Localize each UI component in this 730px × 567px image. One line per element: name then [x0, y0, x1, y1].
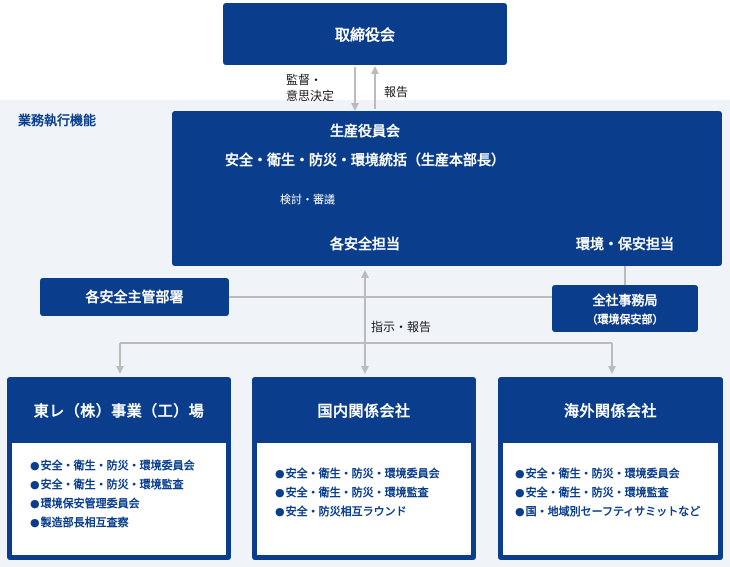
- env-officer-label: 環境・保安担当: [576, 237, 674, 253]
- board-box: 取締役会: [223, 3, 507, 65]
- company-title: 東レ（株）事業（工）場: [33, 401, 205, 420]
- company-items: 安全・衛生・防災・環境委員会 安全・衛生・防災・環境監査 環境保安管理委員会 製…: [30, 456, 195, 532]
- list-item: 製造部長相互査察: [30, 513, 195, 532]
- board-label: 取締役会: [334, 25, 395, 44]
- list-item: 安全・衛生・防災・環境監査: [30, 475, 195, 494]
- production-board-box: [172, 111, 722, 266]
- list-item: 安全・衛生・防災・環境委員会: [275, 464, 440, 483]
- instruction-label: 指示・報告: [371, 320, 432, 334]
- list-item: 環境保安管理委員会: [30, 494, 195, 513]
- list-item: 安全・衛生・防災・環境監査: [275, 483, 440, 502]
- list-item: 安全・衛生・防災・環境委員会: [515, 464, 700, 483]
- report-label: 報告: [384, 85, 409, 99]
- company-domestic: 国内関係会社 安全・衛生・防災・環境委員会 安全・衛生・防災・環境監査 安全・防…: [252, 377, 476, 560]
- secretariat-box: 全社事務局 （環境保安部）: [552, 285, 698, 332]
- list-item: 安全・衛生・防災・環境委員会: [30, 456, 195, 475]
- secretariat-subtitle: （環境保安部）: [586, 313, 664, 326]
- company-list-panel: 安全・衛生・防災・環境委員会 安全・衛生・防災・環境監査 国・地域別セーフティサ…: [503, 443, 718, 555]
- list-item: 安全・衛生・防災・環境監査: [515, 483, 700, 502]
- company-list-panel: 安全・衛生・防災・環境委員会 安全・衛生・防災・環境監査 環境保安管理委員会 製…: [12, 443, 226, 555]
- list-item: 安全・防災相互ラウンド: [275, 502, 440, 521]
- safety-dept-box: 各安全主管部署: [40, 278, 229, 316]
- production-title: 生産役員会: [330, 124, 400, 140]
- section-label: 業務執行機能: [18, 114, 97, 129]
- review-label: 検討・審議: [280, 193, 335, 206]
- production-subtitle: 安全・衛生・防災・環境統括（生産本部長）: [225, 153, 505, 169]
- company-title: 国内関係会社: [317, 401, 411, 420]
- safety-officers-label: 各安全担当: [330, 237, 400, 253]
- secretariat-title: 全社事務局: [592, 294, 658, 309]
- company-list-panel: 安全・衛生・防災・環境委員会 安全・衛生・防災・環境監査 安全・防災相互ラウンド: [257, 443, 471, 555]
- company-toray: 東レ（株）事業（工）場 安全・衛生・防災・環境委員会 安全・衛生・防災・環境監査…: [7, 377, 231, 560]
- company-items: 安全・衛生・防災・環境委員会 安全・衛生・防災・環境監査 国・地域別セーフティサ…: [515, 464, 701, 521]
- list-item: 国・地域別セーフティサミットなど: [515, 502, 701, 521]
- supervise-label: 監督・ 意思決定: [286, 73, 335, 103]
- company-items: 安全・衛生・防災・環境委員会 安全・衛生・防災・環境監査 安全・防災相互ラウンド: [275, 464, 440, 521]
- company-overseas: 海外関係会社 安全・衛生・防災・環境委員会 安全・衛生・防災・環境監査 国・地域…: [498, 377, 723, 560]
- company-title: 海外関係会社: [563, 401, 657, 420]
